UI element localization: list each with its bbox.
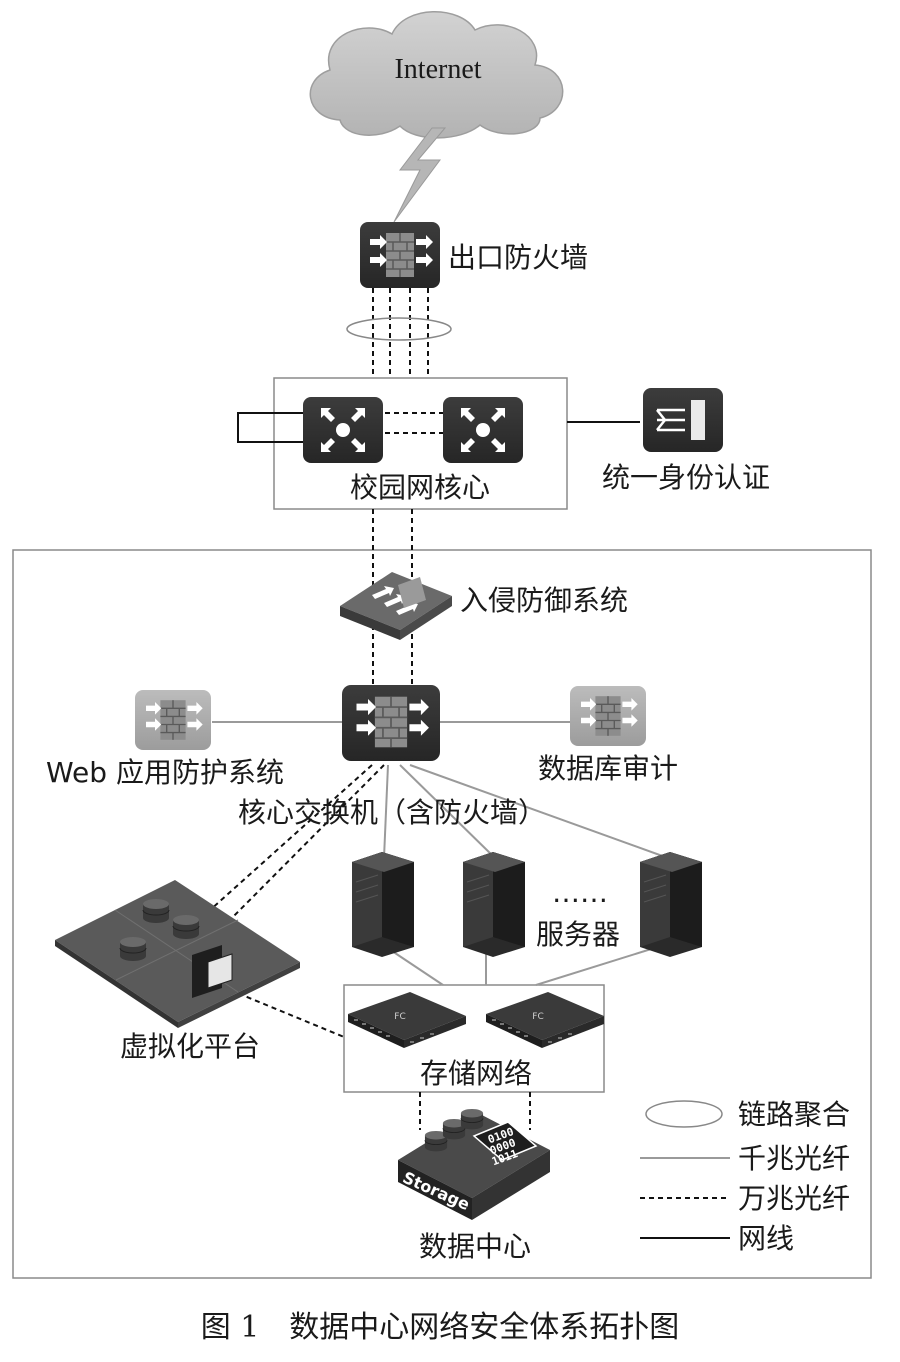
svg-text:FC: FC [394, 1012, 405, 1022]
datacenter-zone-box [12, 549, 872, 1279]
core-switch-label: 核心交换机（含防火墙） [238, 796, 546, 829]
campus-core-label: 校园网核心 [350, 471, 490, 504]
storage-network-label: 存储网络 [420, 1057, 532, 1090]
connections [189, 288, 669, 1130]
server-icon [639, 851, 703, 958]
firewall-icon [135, 690, 211, 750]
identity-auth-label: 统一身份认证 [602, 461, 770, 494]
svg-text:FC: FC [532, 1012, 543, 1022]
virtualization-icon [55, 880, 300, 1028]
legend: 链路聚合 千兆光纤 万兆光纤 网线 [640, 1098, 850, 1255]
db-audit-label: 数据库审计 [538, 752, 678, 785]
campus-core-box [273, 377, 568, 510]
firewall-icon [360, 222, 440, 288]
switch-icon [303, 397, 383, 463]
legend-gigabit-fiber: 千兆光纤 [738, 1142, 850, 1175]
lightning-icon [393, 127, 447, 223]
legend-link-aggregation: 链路聚合 [738, 1098, 850, 1131]
servers-label: 服务器 [536, 918, 620, 951]
switch-icon [443, 397, 523, 463]
auth-icon [643, 388, 723, 452]
data-center-label: 数据中心 [419, 1230, 531, 1263]
ips-icon [340, 572, 452, 640]
fc-switch-icon: FC [486, 992, 604, 1048]
ips-label: 入侵防御系统 [460, 584, 628, 617]
waf-label: Web 应用防护系统 [46, 756, 284, 789]
exit-firewall-label: 出口防火墙 [448, 241, 588, 274]
virtualization-label: 虚拟化平台 [120, 1030, 260, 1063]
legend-cable: 网线 [738, 1222, 794, 1255]
firewall-icon [570, 686, 646, 746]
link-aggregation-ellipse [346, 317, 452, 341]
storage-icon: 0100 0000 1011 Storage [398, 1108, 550, 1220]
firewall-icon [342, 685, 440, 761]
legend-tengig-fiber: 万兆光纤 [738, 1182, 850, 1215]
server-icon [351, 851, 415, 958]
figure-caption: 图 1 数据中心网络安全体系拓扑图 [201, 1310, 680, 1345]
legend-aggregation-swatch [645, 1100, 723, 1128]
fc-switch-icon: FC [348, 992, 466, 1048]
internet-label: Internet [394, 54, 481, 85]
server-icon [462, 851, 526, 958]
servers-ellipsis: …… [552, 876, 608, 909]
